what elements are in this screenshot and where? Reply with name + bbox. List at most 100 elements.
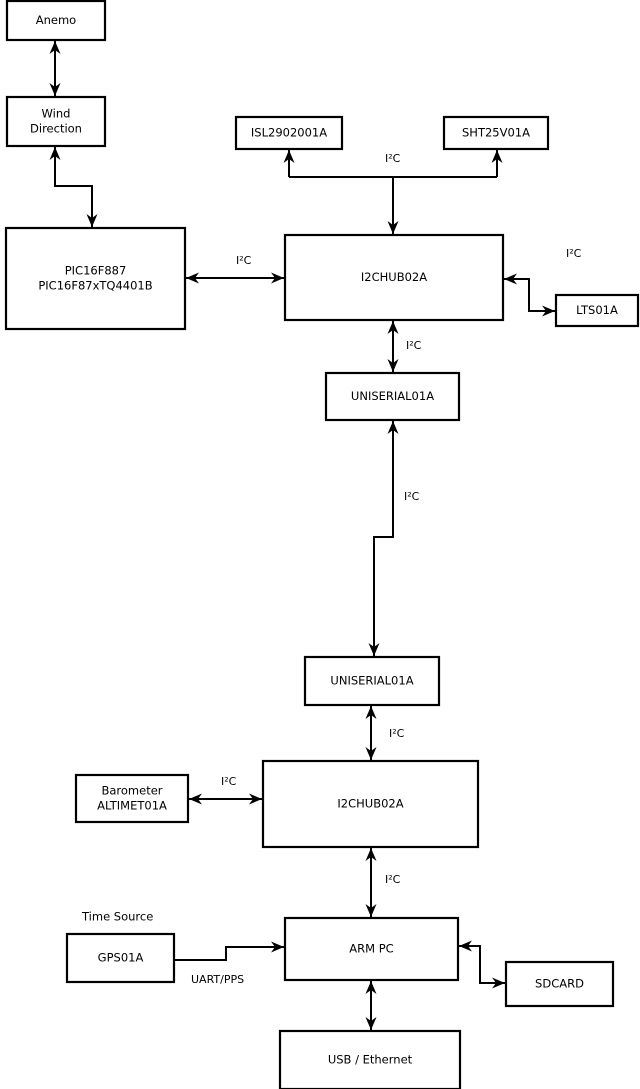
node-label: I2CHUB02A xyxy=(337,797,403,811)
node-label: ARM PC xyxy=(349,942,393,956)
edge-pic-i2chub-top: I²C xyxy=(186,254,284,284)
labels-layer: Time Source xyxy=(81,910,153,924)
node-label: I2CHUB02A xyxy=(361,270,427,284)
node-box xyxy=(5,95,107,148)
node-uniserial01a-bottom[interactable]: UNISERIAL01A xyxy=(303,655,441,707)
edge-uniserial-i2chub-bottom: I²C xyxy=(365,706,405,760)
arrowhead-start xyxy=(186,272,199,284)
node-box xyxy=(303,655,441,707)
node-sht25v01a[interactable]: SHT25V01A xyxy=(442,115,550,151)
free-label-time-source: Time Source xyxy=(81,910,153,924)
node-label: SDCARD xyxy=(535,977,584,991)
node-label: ALTIMET01A xyxy=(97,799,167,813)
arrowhead-end xyxy=(387,221,399,234)
node-label: Barometer xyxy=(101,784,162,798)
arrowhead-start xyxy=(504,273,517,285)
arrowhead-end xyxy=(86,214,98,227)
node-box xyxy=(283,233,505,322)
edge-label-barometer-i2chub: I²C xyxy=(221,775,237,788)
edge-wind-pic xyxy=(49,147,98,227)
node-box xyxy=(554,293,640,328)
arrowhead-start xyxy=(189,793,202,805)
arrowhead-end xyxy=(249,793,262,805)
node-label: SHT25V01A xyxy=(462,126,530,140)
edge-i2chub-lts01a: I²C xyxy=(504,247,582,317)
node-label: ISL2902001A xyxy=(251,126,327,140)
edge-i2chub-uniserial-top: I²C xyxy=(387,321,422,372)
node-lts01a[interactable]: LTS01A xyxy=(554,293,640,328)
arrowhead-start xyxy=(49,147,61,160)
edge-line xyxy=(459,945,505,984)
edge-label-i2chub-uniserial-top: I²C xyxy=(406,339,422,352)
arrowhead-end xyxy=(365,1017,377,1030)
arrowhead-end xyxy=(491,150,503,163)
arrowhead-start xyxy=(365,706,377,719)
arrowhead-end xyxy=(387,359,399,372)
node-i2chub02a-top[interactable]: I2CHUB02A xyxy=(283,233,505,322)
edge-barometer-i2chub: I²C xyxy=(189,775,262,805)
arrowhead-end xyxy=(283,150,295,163)
arrowhead-start xyxy=(49,83,61,96)
node-label: UNISERIAL01A xyxy=(351,389,434,403)
nodes-layer: AnemoWindDirectionPIC16F887PIC16F87xTQ44… xyxy=(4,0,640,1089)
edge-bus-to-isl xyxy=(283,150,295,177)
edge-anemo-wind xyxy=(49,41,61,96)
node-uniserial01a-top[interactable]: UNISERIAL01A xyxy=(324,371,461,422)
node-label: GPS01A xyxy=(98,951,144,965)
edge-armpc-usb xyxy=(365,981,377,1030)
node-box xyxy=(5,0,107,42)
node-box xyxy=(504,960,615,1008)
node-label: PIC16F87xTQ4401B xyxy=(38,279,152,293)
edge-label-uniserial-link: I²C xyxy=(404,490,420,503)
edge-armpc-sdcard xyxy=(459,940,505,989)
arrowhead-start xyxy=(459,940,472,952)
edge-i2chub-bus-top: I²C xyxy=(289,152,497,178)
edge-label-i2chub-lts01a: I²C xyxy=(566,247,582,260)
node-label: Anemo xyxy=(36,13,76,27)
node-i2chub02a-bottom[interactable]: I2CHUB02A xyxy=(261,759,480,849)
node-gps01a[interactable]: GPS01A xyxy=(65,932,176,984)
edge-i2chub-armpc: I²C xyxy=(365,848,401,917)
edge-bus-to-sht xyxy=(491,150,503,177)
edge-label-uniserial-i2chub-bottom: I²C xyxy=(389,727,405,740)
edge-label-i2chub-bus-top: I²C xyxy=(385,152,401,165)
node-box xyxy=(74,773,190,824)
edge-line xyxy=(373,421,394,656)
node-anemo[interactable]: Anemo xyxy=(5,0,107,42)
node-usb-ethernet[interactable]: USB / Ethernet xyxy=(278,1029,462,1089)
arrowhead-end xyxy=(368,643,380,656)
node-box xyxy=(442,115,550,151)
node-isl2902001a[interactable]: ISL2902001A xyxy=(234,115,344,151)
arrowhead-start xyxy=(387,421,399,434)
edge-uniserial-link: I²C xyxy=(368,421,420,656)
arrowhead-start xyxy=(387,321,399,334)
edge-line xyxy=(54,147,93,227)
arrowhead-end xyxy=(492,977,505,989)
node-box xyxy=(283,916,460,982)
node-box xyxy=(261,759,480,849)
node-label: Wind xyxy=(42,107,71,121)
edge-label-pic-i2chub-top: I²C xyxy=(236,254,252,267)
node-label: USB / Ethernet xyxy=(328,1053,413,1067)
node-label: PIC16F887 xyxy=(65,264,127,278)
arrowhead-start xyxy=(365,848,377,861)
node-box xyxy=(278,1029,462,1089)
node-sdcard[interactable]: SDCARD xyxy=(504,960,615,1008)
node-label: Direction xyxy=(30,122,82,136)
edge-bus-to-hub xyxy=(387,177,399,234)
arrowhead-end xyxy=(271,272,284,284)
edge-line xyxy=(175,946,284,961)
node-box xyxy=(324,371,461,422)
node-label: LTS01A xyxy=(576,303,618,317)
node-label: UNISERIAL01A xyxy=(330,674,413,688)
node-arm-pc[interactable]: ARM PC xyxy=(283,916,460,982)
node-box xyxy=(234,115,344,151)
node-box xyxy=(65,932,176,984)
arrowhead-start xyxy=(365,981,377,994)
edge-label-i2chub-armpc: I²C xyxy=(385,873,401,886)
